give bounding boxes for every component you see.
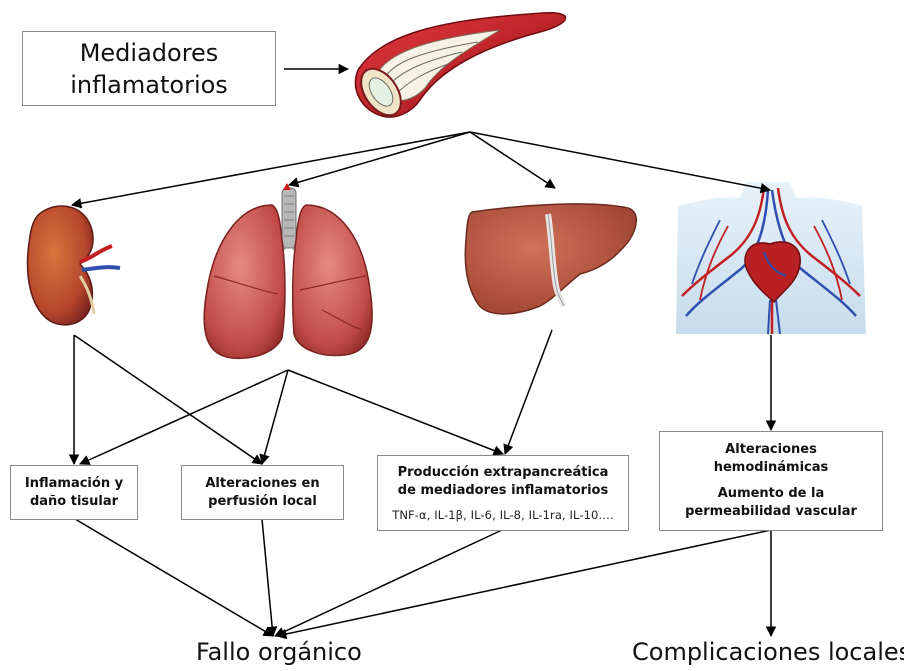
arrow-lungs-to-inflamacion xyxy=(80,370,288,464)
produccion-line2: de mediadores inflamatorios xyxy=(398,482,608,500)
arrow-perfusion-to-fallo xyxy=(262,519,273,636)
mediators-line2: inflamatorios xyxy=(70,69,228,101)
blood-vessel-illustration xyxy=(353,13,565,123)
kidney-illustration xyxy=(28,206,120,325)
complicaciones-locales-label: Complicaciones locales xyxy=(632,638,904,666)
arrow-produccion-to-fallo xyxy=(275,530,502,636)
hemodinamicas-box: Alteraciones hemodinámicas Aumento de la… xyxy=(659,431,883,531)
inflamacion-box: Inflamación y daño tisular xyxy=(10,465,138,520)
hemodinamicas-line2: hemodinámicas xyxy=(714,459,829,477)
arrow-vessel-to-lungs xyxy=(289,132,470,185)
perfusion-line2: perfusión local xyxy=(208,493,317,511)
arrow-lungs-to-produccion xyxy=(288,370,503,454)
produccion-box: Producción extrapancreática de mediadore… xyxy=(377,455,629,531)
permeabilidad-line2: permeabilidad vascular xyxy=(685,503,857,521)
lungs-illustration xyxy=(204,183,372,358)
arrow-inflamacion-to-fallo xyxy=(75,519,273,636)
flow-arrows xyxy=(72,69,771,636)
arrow-liver-to-produccion xyxy=(505,330,552,454)
hemodinamicas-line1: Alteraciones xyxy=(725,441,817,459)
circulatory-system-illustration xyxy=(676,182,866,334)
arrow-hemodinamicas-to-fallo xyxy=(277,530,771,636)
inflamacion-line1: Inflamación y xyxy=(25,475,123,493)
perfusion-line1: Alteraciones en xyxy=(205,475,319,493)
fallo-organico-label: Fallo orgánico xyxy=(196,638,362,666)
inflamacion-line2: daño tisular xyxy=(30,493,118,511)
perfusion-box: Alteraciones en perfusión local xyxy=(181,465,344,520)
arrow-lungs-to-perfusion xyxy=(262,370,288,464)
produccion-line1: Producción extrapancreática xyxy=(398,464,609,482)
permeabilidad-line1: Aumento de la xyxy=(718,485,824,503)
mediators-box: Mediadores inflamatorios xyxy=(22,31,276,106)
mediators-line1: Mediadores xyxy=(80,37,219,69)
liver-illustration xyxy=(465,204,636,314)
arrow-vessel-to-kidney xyxy=(72,132,470,205)
cytokines-list: TNF-α, IL-1β, IL-6, IL-8, IL-1ra, IL-10…… xyxy=(392,508,614,522)
